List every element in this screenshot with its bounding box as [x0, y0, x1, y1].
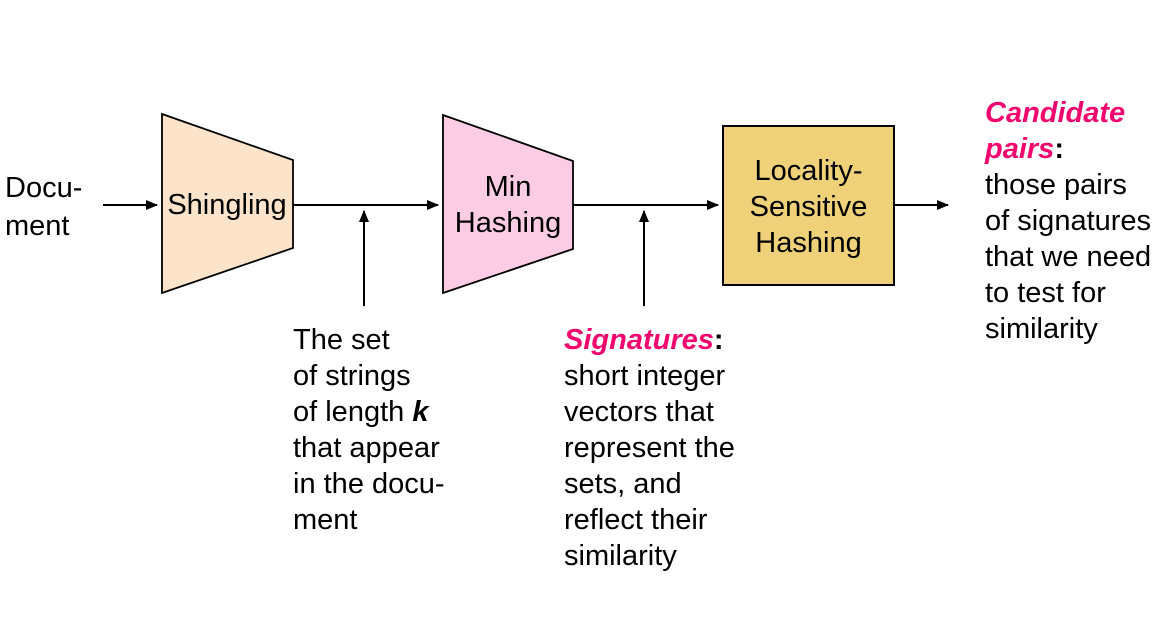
candidates-title-line: pairs: [985, 131, 1151, 167]
candidate-pairs-note: Candidate pairs: those pairs of signatur… [985, 95, 1151, 347]
min-hashing-label-line: Hashing [454, 207, 562, 239]
candidates-note-line: similarity [985, 313, 1098, 345]
min-hashing-label: Min Hashing [443, 169, 573, 241]
signatures-note-line: sets, and [564, 468, 682, 500]
signatures-note-line: short integer [564, 360, 726, 392]
candidates-note-line: to test for [985, 277, 1106, 309]
candidates-title-word1: Candidate [985, 97, 1126, 129]
candidates-note-line: those pairs [985, 169, 1127, 201]
signatures-note-line: similarity [564, 540, 677, 572]
signatures-note: Signatures: short integer vectors that r… [564, 322, 735, 574]
shingles-note: The set of strings of length k that appe… [293, 322, 445, 538]
signatures-note-line: vectors that [564, 396, 714, 428]
candidates-note-line: of signatures [985, 205, 1152, 237]
document-label-line: Docu- [5, 172, 83, 204]
lsh-box [722, 125, 895, 286]
candidates-title-word2: pairs [985, 133, 1055, 165]
candidates-note-line: that we need [985, 241, 1152, 273]
document-label: Docu- ment [5, 169, 82, 245]
shingles-note-line: ment [293, 504, 358, 536]
k-emphasis: k [412, 396, 429, 428]
candidates-title-line: Candidate [985, 95, 1151, 131]
shingles-note-line: that appear [293, 432, 440, 464]
signatures-colon: : [713, 324, 724, 356]
min-hashing-trapezoid [442, 113, 574, 295]
signatures-note-title-line: Signatures: [564, 322, 735, 358]
lsh-label-line: Locality- [754, 155, 863, 187]
shingles-note-line: The set [293, 324, 390, 356]
shingles-note-line3-prefix: of length [293, 396, 413, 428]
signatures-title: Signatures [564, 324, 714, 356]
shingles-note-line: in the docu- [293, 468, 445, 500]
lsh-label-line: Sensitive [749, 191, 868, 223]
shingles-note-line: of length k [293, 394, 445, 430]
lsh-label-line: Hashing [755, 227, 862, 259]
min-hashing-label-line: Min [484, 171, 532, 203]
shingles-note-line: of strings [293, 360, 411, 392]
document-label-line: ment [5, 210, 70, 242]
signatures-note-line: reflect their [564, 504, 708, 536]
signatures-note-line: represent the [564, 432, 735, 464]
shingling-trapezoid [161, 112, 294, 295]
lsh-label: Locality- Sensitive Hashing [723, 153, 894, 261]
shingling-label: Shingling [167, 189, 287, 221]
candidates-colon: : [1054, 133, 1064, 165]
